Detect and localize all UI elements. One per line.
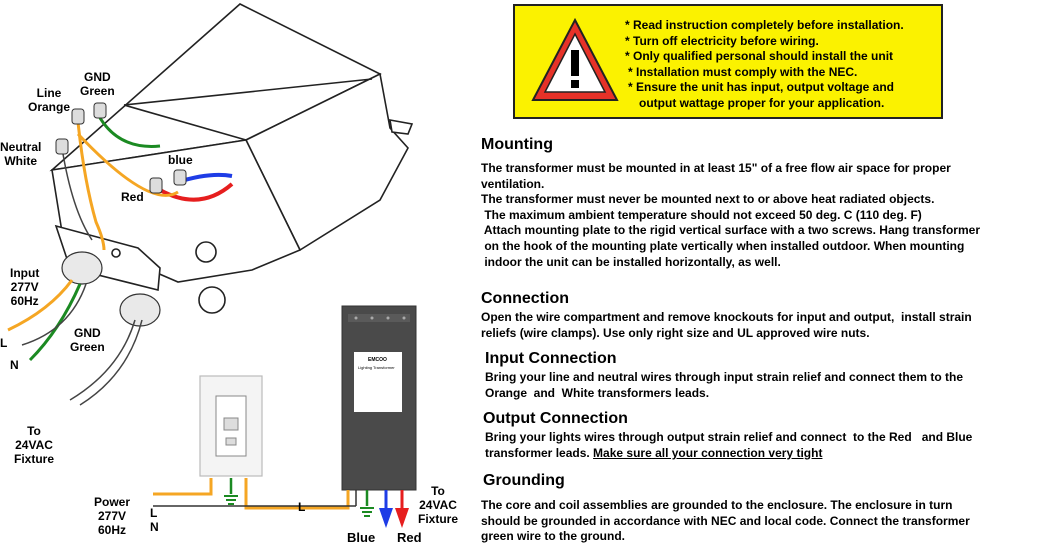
- fixture-wire-a: [69, 319, 136, 401]
- l-label-mid: L: [298, 500, 306, 514]
- ground-symbols: [224, 495, 374, 517]
- l-label-power: L: [150, 506, 158, 520]
- tight-connection-note: Make sure all your connection very tight: [593, 445, 823, 460]
- orange-wire-top: [76, 121, 106, 251]
- wire-nuts: [55, 102, 187, 194]
- wiring-illustration: EMCOO Lighting Transformer: [7, 3, 417, 528]
- green-wire-top: [98, 117, 161, 148]
- warning-box: * Read instruction completely before ins…: [513, 4, 943, 119]
- mounting-heading: Mounting: [481, 136, 553, 153]
- fixture-wire-b: [79, 319, 143, 406]
- grounding-text: The core and coil assemblies are grounde…: [481, 498, 970, 544]
- output-connection-heading: Output Connection: [483, 410, 628, 427]
- blue-arrow-icon: [379, 508, 393, 528]
- orange-lead: [76, 132, 179, 197]
- product-name: Lighting Transformer: [358, 365, 395, 370]
- red-bottom-label: Red: [397, 530, 422, 545]
- input-connection-text: Bring your line and neutral wires throug…: [485, 370, 964, 400]
- grounding-heading: Grounding: [483, 472, 565, 489]
- power-line-wire: [153, 478, 213, 496]
- red-label: Red: [121, 190, 144, 204]
- warning-item: * Only qualified personal should install…: [625, 49, 894, 64]
- transformer-unit: EMCOO Lighting Transformer: [341, 305, 417, 491]
- connection-text: Open the wire compartment and remove kno…: [481, 310, 972, 340]
- blue-bottom-label: Blue: [347, 530, 376, 545]
- warning-item: * Installation must comply with the NEC.: [628, 64, 858, 79]
- product-brand: EMCOO: [368, 357, 387, 363]
- input-connection-heading: Input Connection: [485, 350, 617, 367]
- transformer-enclosure: [49, 3, 414, 314]
- neutral-white-input: [21, 283, 87, 346]
- dimmer-switch: [199, 375, 263, 477]
- n-label-power: N: [150, 520, 159, 534]
- warning-list: * Read instruction completely before ins…: [625, 18, 904, 112]
- line-orange-input: [7, 279, 74, 332]
- warning-item: * Ensure the unit has input, output volt…: [628, 80, 895, 95]
- dimmer-to-transformer-wire: [244, 478, 350, 510]
- warning-item: * Turn off electricity before wiring.: [625, 33, 819, 48]
- warning-item: * Read instruction completely before ins…: [625, 18, 904, 32]
- output-connection-text: Bring your lights wires through output s…: [485, 430, 973, 460]
- l-label-left: L: [0, 336, 8, 350]
- n-label-left: N: [10, 358, 19, 372]
- warning-item: output wattage proper for your applicati…: [639, 95, 885, 110]
- connection-heading: Connection: [481, 290, 569, 307]
- red-arrow-icon: [395, 508, 409, 528]
- mounting-text: The transformer must be mounted in at le…: [481, 161, 980, 269]
- warning-triangle-icon: [531, 17, 619, 101]
- blue-label: blue: [168, 153, 193, 167]
- white-wire-top: [61, 147, 93, 241]
